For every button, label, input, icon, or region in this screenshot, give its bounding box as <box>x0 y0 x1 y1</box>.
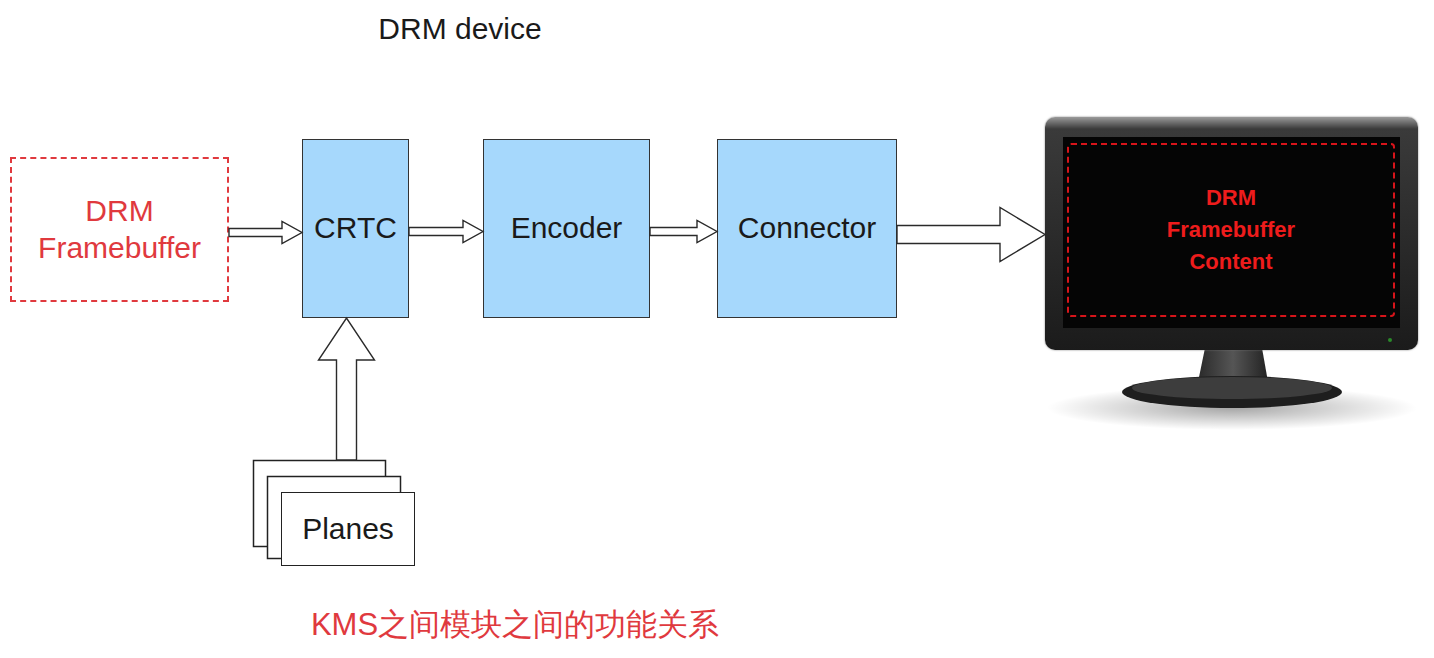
monitor-screen: DRM Framebuffer Content <box>1045 117 1418 350</box>
connector-box: Connector <box>717 139 897 318</box>
planes-box: Planes <box>281 492 415 566</box>
node-label: Planes <box>302 511 394 548</box>
monitor-base <box>1122 376 1342 408</box>
screen-content-frame: DRM Framebuffer Content <box>1067 143 1395 317</box>
hollow-arrow <box>319 318 375 460</box>
node-label: Connector <box>738 210 876 247</box>
framebuffer-box: DRM Framebuffer <box>10 157 229 302</box>
monitor-base <box>1132 377 1332 399</box>
node-label: DRM Framebuffer Content <box>1146 182 1316 278</box>
diagram-caption: KMS之间模块之间的功能关系 <box>180 604 850 646</box>
hollow-arrow <box>409 221 483 243</box>
hollow-arrow <box>229 222 302 244</box>
hollow-arrow <box>897 208 1045 262</box>
crtc-box: CRTC <box>302 139 409 318</box>
diagram-title: DRM device <box>300 12 620 46</box>
power-led <box>1388 338 1392 342</box>
node-label: DRM Framebuffer <box>18 193 221 266</box>
hollow-arrow <box>650 221 717 243</box>
encoder-box: Encoder <box>483 139 650 318</box>
node-label: Encoder <box>511 210 623 247</box>
node-label: CRTC <box>314 210 397 247</box>
